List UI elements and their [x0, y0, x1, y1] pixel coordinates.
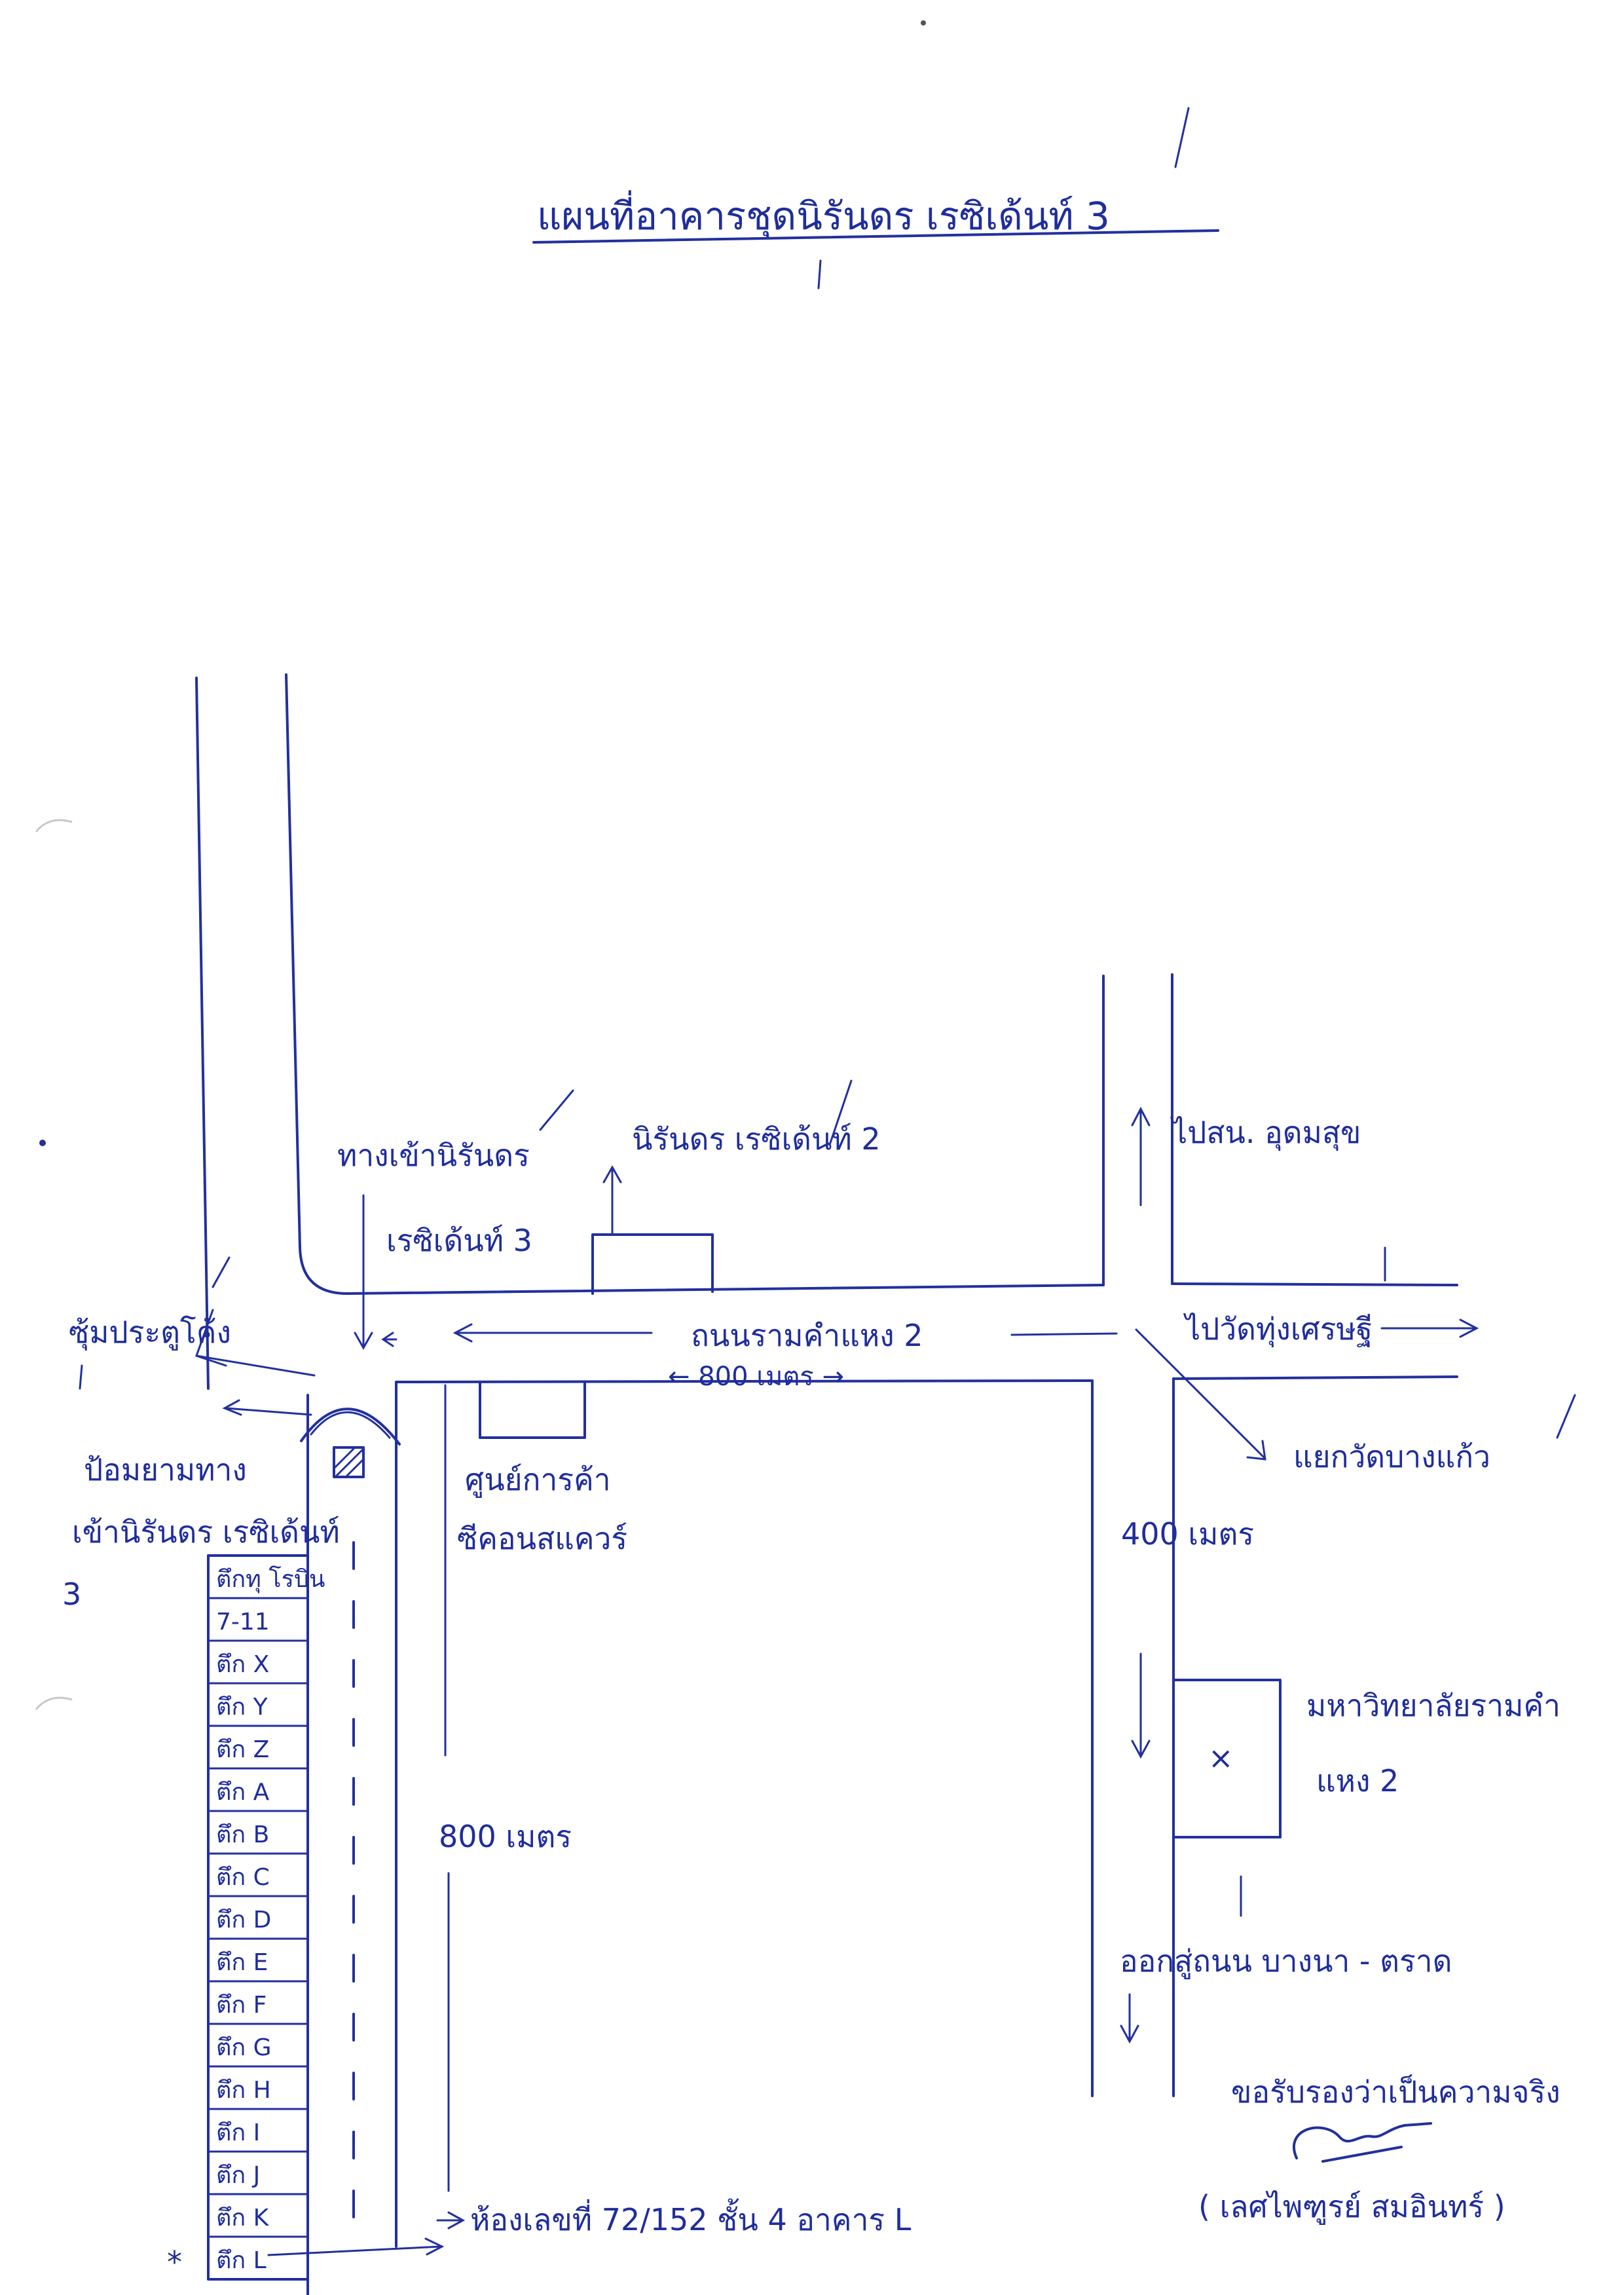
building-label: ตึก C	[216, 1864, 270, 1891]
soi-left-edge	[195, 677, 210, 1390]
guard-label-1: ป้อมยามทาง	[84, 1452, 247, 1487]
signature	[1293, 2122, 1432, 2163]
soi-corner	[299, 1246, 348, 1295]
soi-right-edge	[285, 673, 301, 1249]
arch-leader-2	[225, 1407, 312, 1416]
building-label: ตึก H	[216, 2077, 271, 2104]
university-arrow-head	[1131, 1740, 1151, 1759]
road-label: ถนนรามคำแหง 2	[691, 1318, 923, 1353]
residence2-arrow-head	[602, 1165, 622, 1184]
title-underline	[532, 229, 1219, 244]
road-distance-label: ← 800 เมตร →	[668, 1362, 844, 1392]
entrance-turn-arrow	[381, 1332, 397, 1347]
exit-label: ออกสู่ถนน บางนา - ตราด	[1120, 1943, 1452, 1979]
guard-post-hatch	[334, 1447, 365, 1478]
building-label: ตึกทุ โรบิน	[216, 1565, 325, 1594]
temple-arrow-head	[1459, 1318, 1479, 1338]
to-temple-label: ไปวัดทุ่งเศรษฐี	[1183, 1311, 1373, 1348]
dot-mark	[39, 1140, 46, 1146]
building-cell-highlighted	[207, 2235, 309, 2281]
residence2-building	[591, 1233, 714, 1295]
residence2-tick	[829, 1079, 853, 1144]
building-label: ตึก L	[216, 2247, 267, 2274]
udomsuk-arrow-head	[1131, 1106, 1151, 1127]
building-label: ตึก K	[216, 2205, 270, 2231]
arch-tick-top	[212, 1256, 231, 1288]
building-label: ตึก F	[216, 1992, 267, 2019]
arch-tick-left	[79, 1364, 83, 1390]
room-label: ห้องเลขที่ 72/152 ชั้น 4 อาคาร L	[470, 2198, 912, 2237]
map-title: แผนที่อาคารชุดนิรันดร เรซิเด้นท์ 3	[537, 190, 1110, 240]
university-building	[1172, 1679, 1282, 1838]
building-label: ตึก E	[216, 1949, 268, 1976]
entrance-tick	[539, 1089, 574, 1131]
distance-400-label: 400 เมตร	[1121, 1516, 1254, 1552]
arch-gate	[300, 1408, 401, 1446]
shop-building	[479, 1381, 586, 1439]
university-mark: ×	[1208, 1740, 1234, 1776]
building-label: ตึก A	[216, 1779, 270, 1806]
building-label: ตึก G	[216, 2034, 272, 2061]
arch-leader-2-head	[222, 1399, 242, 1416]
university-label-2: แหง 2	[1316, 1763, 1399, 1799]
arch-leader	[195, 1309, 316, 1377]
junction-label: แยกวัดบางแก้ว	[1293, 1439, 1490, 1474]
junction-arrow-shaft	[1135, 1328, 1265, 1459]
title-stroke	[1174, 107, 1190, 168]
speck-mark	[921, 20, 926, 26]
certify-label: ขอรับรองว่าเป็นความจริง	[1231, 2074, 1560, 2110]
entrance-label-2: เรซิเด้นท์ 3	[386, 1223, 532, 1258]
main-road-top-edge	[346, 1284, 1105, 1295]
east-road-top	[1171, 1282, 1458, 1286]
road-arrow-left-head	[452, 1323, 473, 1343]
punch-mark-top	[35, 819, 73, 832]
distance-800-label: 800 เมตร	[439, 1819, 572, 1854]
room-arrow-head	[424, 2237, 445, 2256]
guard-post	[333, 1446, 365, 1478]
junction-tick	[1556, 1394, 1576, 1439]
entrance-arrow-head	[354, 1332, 373, 1351]
shop-label-2: ซีคอนสแควร์	[457, 1521, 627, 1556]
signer-label: ( เลศไพฑูรย์ สมอินทร์ )	[1198, 2189, 1505, 2225]
guard-label-3: 3	[62, 1577, 81, 1612]
university-label-1: มหาวิทยาลัยรามคำ	[1306, 1688, 1560, 1723]
building-label: ตึก Y	[216, 1694, 268, 1721]
road-line-right	[1010, 1332, 1118, 1336]
title-mark	[817, 259, 822, 289]
main-road-bottom-edge	[395, 1379, 1094, 1383]
to-udomsuk-label: ไปสน. อุดมสุข	[1170, 1115, 1361, 1151]
guard-label-2: เข้านิรันดร เรซิเด้นท์	[72, 1514, 340, 1550]
punch-mark-bottom	[35, 1696, 73, 1710]
junction-arrow-head	[1246, 1440, 1266, 1461]
arch-gate-inner	[310, 1411, 391, 1439]
star-mark: *	[167, 2245, 182, 2280]
residence2-label: นิรันดร เรซิเด้นท์ 2	[632, 1121, 881, 1157]
exit-arrow-head	[1120, 2024, 1139, 2044]
building-label: ตึก I	[216, 2119, 260, 2146]
entrance-label-1: ทางเข้านิรันดร	[337, 1138, 530, 1173]
room-arrow-shaft	[267, 2245, 442, 2256]
building-label: 7-11	[216, 1609, 270, 1635]
building-label: ตึก Z	[216, 1736, 269, 1763]
arch-label: ซุ้มประตูโค้ง	[69, 1315, 231, 1351]
room-arrow-2-head	[447, 2211, 466, 2230]
shop-label-1: ศูนย์การค้า	[465, 1462, 611, 1498]
building-label: ตึก J	[216, 2162, 260, 2189]
building-column: ตึกทุ โรบิน 7-11 ตึก X ตึก Y ตึก Z ตึก A ตึก B…	[207, 1554, 325, 2281]
east-road-bottom	[1172, 1375, 1458, 1380]
building-label: ตึก D	[216, 1907, 271, 1933]
building-label: ตึก X	[216, 1651, 269, 1678]
building-label: ตึก B	[216, 1821, 269, 1848]
